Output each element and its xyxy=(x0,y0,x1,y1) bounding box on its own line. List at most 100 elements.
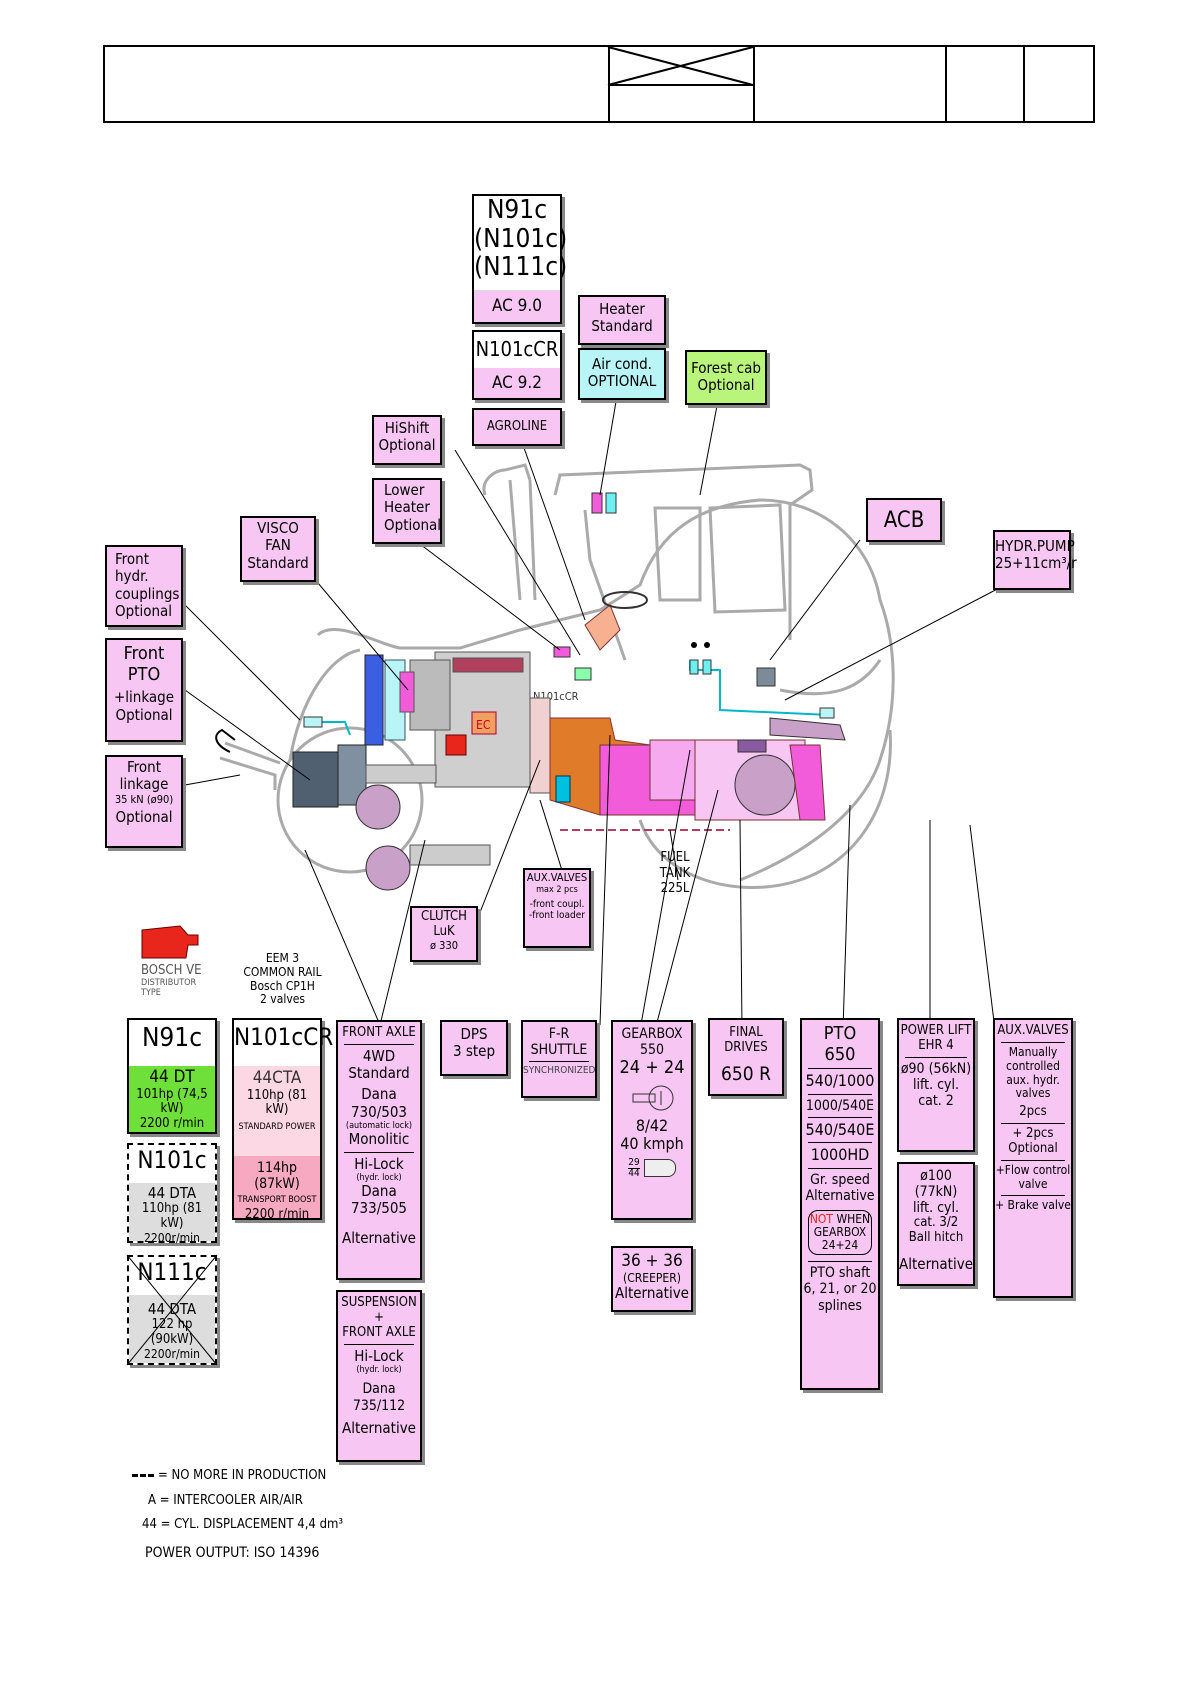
hydr-pump-label: HYDR.PUMP 25+11cm³/r xyxy=(995,537,1077,573)
eem3-label: EEM 3 COMMON RAIL Bosch CP1H 2 valves xyxy=(235,951,330,1007)
acb-box: ACB xyxy=(866,498,942,542)
legend-a-text: A = INTERCOOLER AIR/AIR xyxy=(148,1493,303,1508)
creeper-box: 36 + 36 (CREEPER) Alternative xyxy=(611,1246,693,1312)
bosch-ve-label: BOSCH VE DISTRIBUTOR TYPE xyxy=(141,963,211,998)
front-axle-dana2: Dana 733/505 xyxy=(350,1182,408,1218)
shuttle-title: F-R SHUTTLE xyxy=(530,1026,588,1059)
visco-fan-label: VISCO FAN Standard xyxy=(247,519,309,572)
fuel-tank-text: FUEL TANK 225L xyxy=(659,850,691,897)
front-linkage-optional: Optional xyxy=(115,808,173,827)
gear-shift-icon xyxy=(632,1085,674,1111)
agroline-box: AGROLINE xyxy=(472,408,562,446)
engine-name: N101cCR xyxy=(234,1023,334,1051)
rear-aux-valves-title: AUX.VALVES xyxy=(997,1023,1069,1038)
engine-type: 44 DT xyxy=(149,1067,195,1087)
legend-power-text: POWER OUTPUT: ISO 14396 xyxy=(145,1545,320,1561)
ratio-icon xyxy=(643,1159,676,1178)
front-aux-valves-max: max 2 pcs xyxy=(536,884,578,895)
engine-power: 110hp (81 kW) xyxy=(141,1201,203,1232)
n101ccr-label: N101cCR xyxy=(475,337,559,361)
dashed-line-icon xyxy=(132,1474,154,1477)
front-aux-valves-items: -front coupl. -front loader xyxy=(529,898,585,922)
creeper-alternative: Alternative xyxy=(614,1284,689,1303)
suspension-title: SUSPENSION + FRONT AXLE xyxy=(341,1295,417,1340)
shuttle-sub: SYNCHRONIZED xyxy=(523,1065,596,1077)
aircond-box: Air cond. OPTIONAL xyxy=(578,348,666,400)
front-axle-monolitic: Monolitic xyxy=(348,1130,410,1149)
title-divider xyxy=(1023,47,1025,121)
pto-ratio-3: 540/540E xyxy=(805,1119,875,1139)
pto-title: PTO 650 xyxy=(823,1023,857,1065)
engine-label-box: N91c (N101c) (N111c) AC 9.0 xyxy=(472,194,567,324)
suspension-alternative: Alternative xyxy=(341,1418,416,1437)
pto-not-when-note: NOT WHEN GEARBOX 24+24 xyxy=(808,1209,872,1256)
discontinued-cross xyxy=(126,1254,218,1366)
lower-heater-box: Lower Heater Optional xyxy=(372,478,442,544)
power-lift-alternative: Alternative xyxy=(899,1255,974,1274)
engine-power: 101hp (74,5 kW) xyxy=(136,1086,208,1117)
pto-box: PTO 650 540/1000 1000/540E 540/540E 1000… xyxy=(800,1018,880,1390)
eem3-text: EEM 3 COMMON RAIL Bosch CP1H 2 valves xyxy=(243,951,322,1007)
fuel-tank-label: FUEL TANK 225L xyxy=(645,850,705,897)
clutch-box: CLUTCH LuK ø 330 xyxy=(410,906,478,962)
legend-a: A = INTERCOOLER AIR/AIR xyxy=(148,1493,303,1508)
power-lift-title: POWER LIFT EHR 4 xyxy=(900,1023,972,1053)
suspension-dana: Dana 735/112 xyxy=(352,1381,406,1414)
ec-tag: EC xyxy=(476,718,490,732)
title-divider xyxy=(753,47,755,121)
front-linkage-box: Front linkage 35 kN (ø90) Optional xyxy=(105,755,183,848)
clutch-diameter: ø 330 xyxy=(429,938,459,952)
n91c-label: N91c xyxy=(486,195,548,225)
rear-aux-valves-flow: +Flow control valve xyxy=(995,1162,1071,1191)
engine-power-boost: 114hp (87kW) xyxy=(254,1160,300,1193)
engine-n101c-box: N101c 44 DTA 110hp (81 kW) 2200r/min xyxy=(127,1143,217,1245)
front-linkage-title: Front linkage xyxy=(119,758,169,794)
clutch-label: CLUTCH LuK xyxy=(421,909,467,939)
final-drives-title: FINAL DRIVES xyxy=(724,1025,768,1055)
legend-dashed-text: = NO MORE IN PRODUCTION xyxy=(158,1468,327,1483)
engine-name: N91c xyxy=(141,1023,203,1053)
engine-type: 44 DTA xyxy=(147,1184,197,1202)
front-aux-valves-title: AUX.VALVES xyxy=(526,871,588,884)
engine-rpm: 2200 r/min xyxy=(244,1206,310,1222)
front-axle-dana1: Dana 730/503 xyxy=(350,1085,408,1121)
pto-not-word: NOT xyxy=(809,1211,834,1226)
front-linkage-spec: 35 kN (ø90) xyxy=(114,792,174,806)
ac90-label: AC 9.0 xyxy=(474,290,560,322)
suspension-hilock: Hi-Lock xyxy=(354,1346,404,1365)
front-aux-valves-box: AUX.VALVES max 2 pcs -front coupl. -fron… xyxy=(523,868,591,948)
title-block xyxy=(103,45,1095,123)
forest-cab-box: Forest cab Optional xyxy=(685,350,767,405)
engine-n101ccr-box: N101cCR 44CTA 110hp (81 kW) STANDARD POW… xyxy=(232,1018,334,1222)
final-drives-value: 650 R xyxy=(721,1062,771,1085)
engine-rpm: 2200r/min xyxy=(144,1347,200,1362)
front-axle-hilock: Hi-Lock xyxy=(354,1154,404,1173)
front-pto-sub: +linkage Optional xyxy=(113,688,175,724)
front-hydr-couplings-box: Front hydr. couplings Optional xyxy=(105,545,183,627)
heater-box: Heater Standard xyxy=(578,295,666,345)
front-axle-box: FRONT AXLE 4WD Standard Dana 730/503 (au… xyxy=(336,1020,422,1280)
engine-mode-standard: STANDARD POWER xyxy=(238,1122,316,1133)
pto-ratio-2: 1000/540E xyxy=(805,1097,875,1114)
acb-label: ACB xyxy=(883,508,925,533)
rear-aux-valves-std: 2pcs xyxy=(1019,1104,1047,1120)
hishift-label: HiShift Optional xyxy=(378,419,436,455)
creeper-gears: 36 + 36 xyxy=(621,1251,683,1271)
legend-cyl: 44 = CYL. DISPLACEMENT 4,4 dm³ xyxy=(142,1517,343,1532)
pto-when-text: WHEN GEARBOX 24+24 xyxy=(813,1211,871,1253)
front-axle-drive: 4WD Standard xyxy=(348,1046,410,1083)
creeper-label: (CREEPER) xyxy=(623,1270,681,1285)
bosch-title: BOSCH VE xyxy=(141,963,202,978)
aircond-label: Air cond. OPTIONAL xyxy=(587,355,657,391)
gearbox-speeds: 8/42 40 kmph xyxy=(620,1115,684,1154)
lower-heater-label: Lower Heater Optional xyxy=(384,481,442,534)
power-lift-alt-cat: cat. 3/2 Ball hitch xyxy=(908,1215,964,1246)
engine-type: 44CTA xyxy=(252,1068,302,1088)
forest-cab-label: Forest cab Optional xyxy=(691,359,761,395)
legend-dashed: = NO MORE IN PRODUCTION xyxy=(132,1468,326,1483)
heater-label: Heater Standard xyxy=(591,300,653,336)
